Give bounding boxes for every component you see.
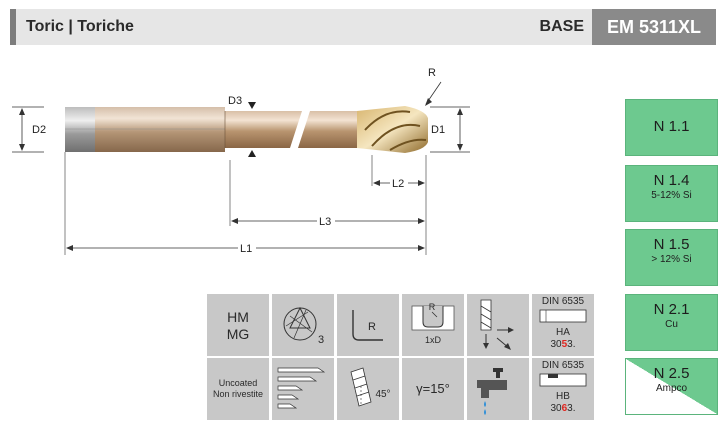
material-code: N 1.1 (653, 118, 690, 135)
coolant-tap-icon (477, 368, 507, 415)
header-bar: Toric | Toriche BASE EM 5311XL (10, 9, 716, 45)
l2-label: L2 (392, 178, 404, 190)
l1-arrow-left (66, 245, 73, 251)
l3-arrow-left (231, 218, 238, 224)
d3-label: D3 (228, 95, 242, 107)
din-ha-num-c: 3. (567, 339, 576, 350)
shank-ha-icon (539, 309, 587, 323)
l3-label-bg (317, 214, 335, 228)
l1-arrow-right (418, 245, 425, 251)
d2-arrow-top (19, 108, 25, 115)
din-hb-num-a: 30 (550, 403, 562, 414)
din-hb-num-c: 3. (567, 403, 576, 414)
substrate-cell: HM MG (207, 294, 269, 356)
material-n14: N 1.4 5-12% Si (625, 165, 718, 222)
l2-arrow-right (418, 180, 425, 186)
d2-label: D2 (32, 124, 46, 136)
din-hb-standard: DIN 6535 (541, 360, 585, 371)
flutes-cell: 3 (272, 294, 334, 356)
l1-label-bg (238, 241, 256, 255)
shank-bronze (95, 107, 225, 152)
din-ha-cell: DIN 6535 HA 3053. (532, 294, 594, 356)
r-arrow (425, 98, 432, 106)
neck (225, 111, 357, 148)
flute-count-icon (283, 306, 317, 341)
plunge-r-label: R (428, 302, 436, 312)
r-label: R (428, 67, 436, 79)
l2-label-bg (390, 176, 408, 190)
base-label: BASE (539, 18, 584, 35)
corner-label: R (368, 321, 376, 333)
din-ha-num-a: 30 (550, 339, 562, 350)
d3-arrow-top (248, 102, 256, 109)
l3-label: L3 (319, 216, 331, 228)
header-accent (10, 9, 16, 45)
d1-arrow-bottom (457, 144, 463, 151)
d1-label: D1 (431, 124, 445, 136)
corner-radius-icon (352, 310, 383, 341)
plunge-depth-icon (411, 305, 455, 331)
din-hb-cell: DIN 6535 HB 3063. (532, 358, 594, 420)
din-ha-type: HA (556, 327, 570, 338)
plunge-cell: R 1xD (402, 294, 464, 356)
din-ha-num-b: 5 (561, 339, 568, 350)
material-n21: N 2.1 Cu (625, 294, 718, 351)
material-n11: N 1.1 (625, 99, 718, 156)
helix-angle-icon (350, 367, 372, 407)
material-sub: > 12% Si (651, 254, 692, 265)
applications-cell (272, 358, 334, 420)
rake-angle: γ=15° (416, 381, 450, 396)
tool-drawing: D2 D3 R D1 L2 L3 L1 (12, 67, 470, 255)
d2-arrow-bottom (19, 144, 25, 151)
coating-line1: Uncoated (218, 378, 258, 388)
cutting-direction-cell (467, 294, 529, 356)
din-hb-number: 3063. (532, 403, 594, 414)
material-code: N 2.5 (653, 365, 690, 382)
l2-arrow-left (373, 180, 380, 186)
flute-count: 3 (317, 334, 325, 346)
plunge-depth: 1xD (424, 335, 441, 345)
material-n15: N 1.5 > 12% Si (625, 229, 718, 286)
cutting-direction-icon (480, 299, 514, 350)
helix-angle: 45° (375, 389, 391, 400)
din-hb-num-b: 6 (561, 403, 568, 414)
din-ha-standard: DIN 6535 (541, 296, 585, 307)
coating-line2: Non rivestite (212, 389, 264, 399)
flutes (364, 110, 427, 151)
material-code: N 1.5 (653, 236, 690, 253)
material-sub: Ampco (655, 383, 688, 394)
coolant-cell (467, 358, 529, 420)
break-mark (290, 111, 310, 148)
din-ha-number: 3053. (532, 339, 594, 350)
l1-label: L1 (240, 243, 252, 255)
din-hb-type: HB (556, 391, 570, 402)
material-sub: 5-12% Si (651, 190, 692, 201)
coating-cell: Uncoated Non rivestite (207, 358, 269, 420)
helix-cell: 45° (337, 358, 399, 420)
material-n25: N 2.5 Ampco (625, 358, 718, 415)
rake-cell: γ=15° (402, 358, 464, 420)
l3-arrow-right (418, 218, 425, 224)
material-sub: Cu (665, 319, 678, 330)
shank-hb-icon (539, 373, 587, 387)
corner-cell: R (337, 294, 399, 356)
d1-arrow-top (457, 108, 463, 115)
substrate-line1: HM (227, 309, 249, 325)
material-code: N 1.4 (653, 172, 690, 189)
applications-icon (277, 367, 326, 409)
d3-arrow-bottom (248, 150, 256, 157)
substrate-line2: MG (226, 326, 250, 342)
product-code: EM 5311XL (592, 9, 716, 45)
page-title: Toric | Toriche (26, 18, 134, 35)
material-code: N 2.1 (653, 301, 690, 318)
